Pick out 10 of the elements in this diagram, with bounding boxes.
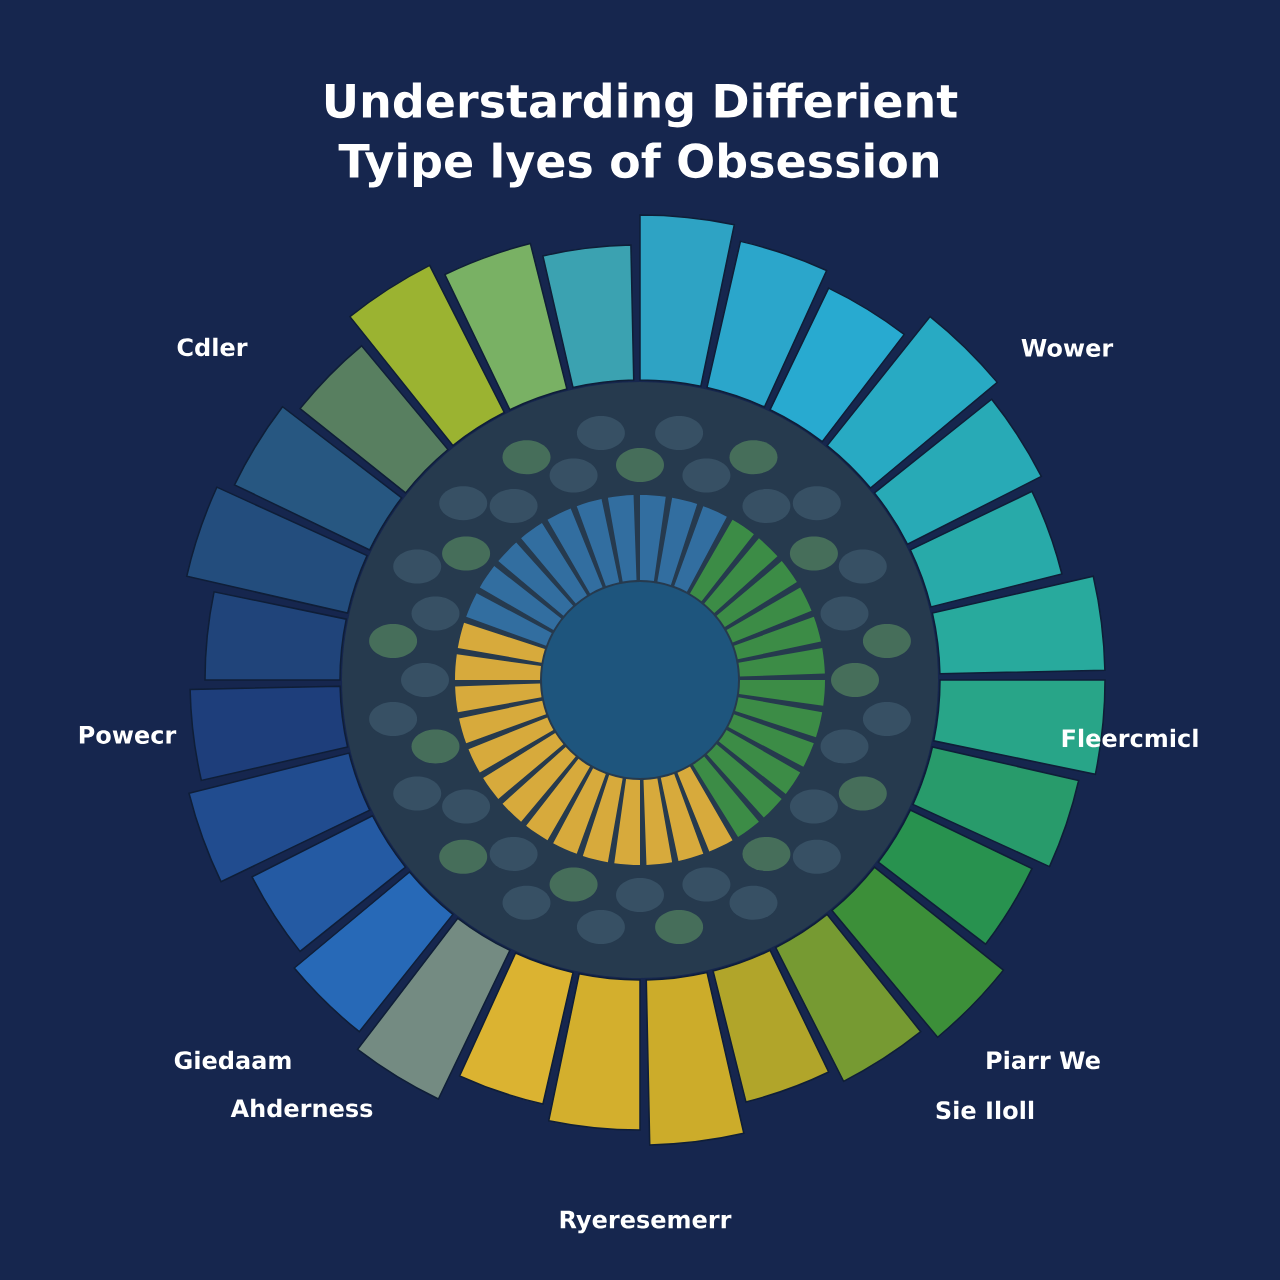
segment-label: Piarr We bbox=[987, 1050, 1100, 1070]
segment-label: Wower bbox=[1021, 339, 1114, 357]
segment-label: Powecr bbox=[79, 726, 177, 744]
segment-label: Cdler bbox=[177, 337, 248, 357]
segment-label: Sie Iloll bbox=[936, 1100, 1034, 1120]
title: Understarding Differient Tyipe lyes of Obsession bbox=[325, 82, 958, 188]
segment-label: Fleercmicl bbox=[1062, 728, 1198, 748]
segment-label: Ryeresemerr bbox=[560, 1210, 732, 1234]
segment-label: Ahderness bbox=[230, 1098, 373, 1118]
segment-label: Giedaam bbox=[174, 1050, 291, 1070]
